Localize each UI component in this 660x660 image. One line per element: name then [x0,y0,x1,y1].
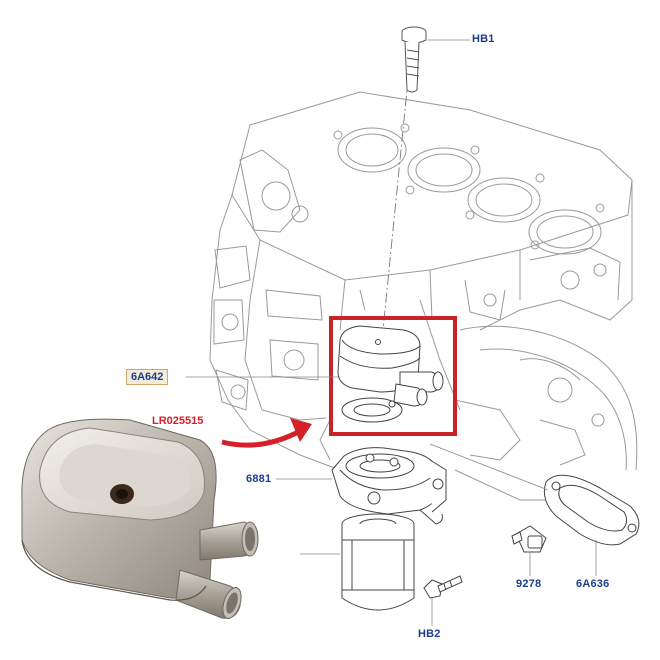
bolt-hb1 [401,26,427,93]
engine-block [209,91,638,501]
oil-sensor [511,525,547,553]
red-arrow-head [290,418,312,442]
label-hb1: HB1 [472,33,495,45]
label-lr-number: LR025515 [152,415,204,427]
highlight-box [329,316,457,436]
red-arrow [221,427,304,448]
leader-gasket-line [429,443,549,491]
oil-cooler-photo [21,418,259,619]
label-9278: 9278 [516,578,542,590]
label-6881: 6881 [246,473,272,485]
filter-housing [331,447,447,525]
label-6a642: 6A642 [126,369,169,385]
gasket-6a636 [543,474,640,546]
oil-filter [341,513,415,611]
oil-cooler-drawing [337,325,444,423]
bolt-hb2 [423,575,463,599]
label-6a636: 6A636 [576,578,610,590]
label-hb2: HB2 [418,628,441,640]
alignment-line [381,59,411,341]
